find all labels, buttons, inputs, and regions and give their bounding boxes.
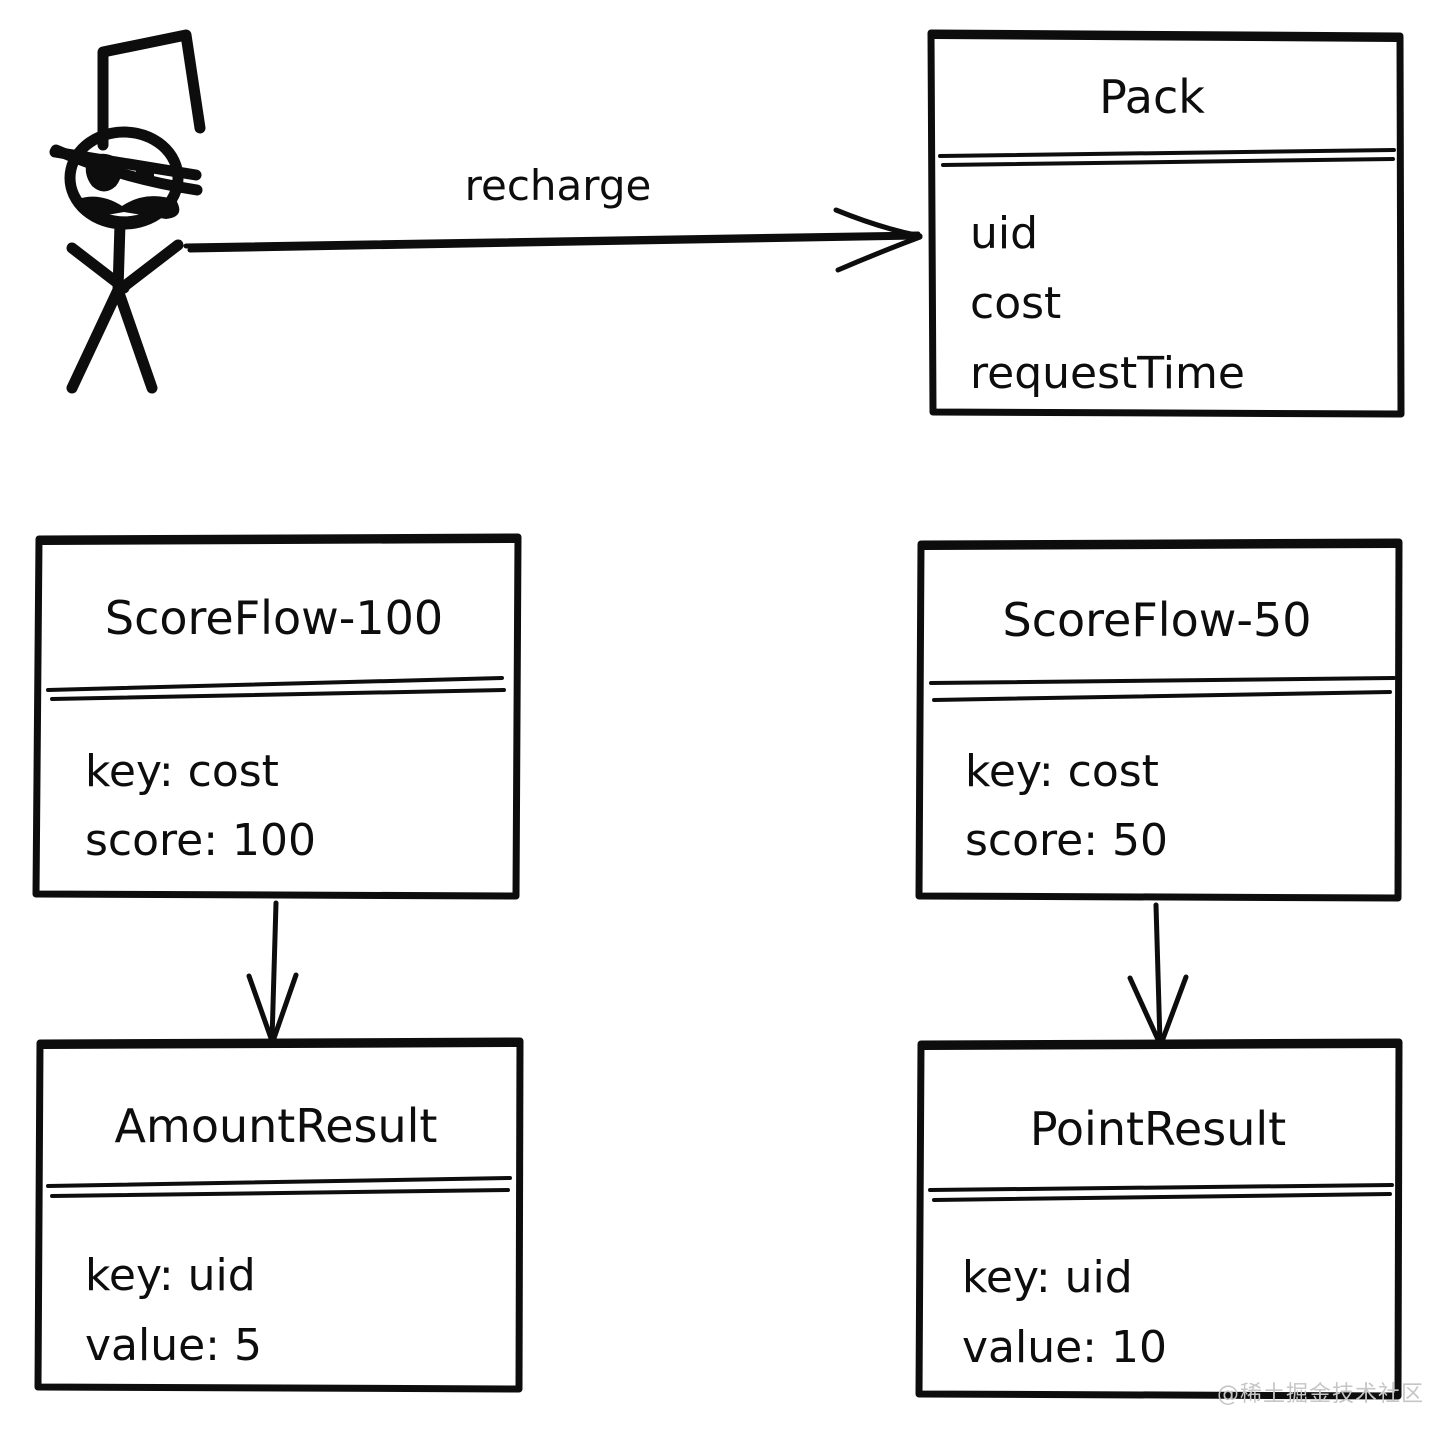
scoreflow100-field-0: key: cost [85, 746, 279, 797]
class-box-scoreflow-100[interactable]: ScoreFlow-100 key: cost score: 100 [32, 533, 522, 900]
pack-box-frame-2 [933, 35, 1400, 42]
scoreflow50-field-0: key: cost [965, 746, 1159, 797]
scoreflow100-arrowhead-icon-2 [270, 972, 299, 1044]
scoreflow50-arrow-line [1153, 902, 1163, 1046]
scoreflow100-field-1: score: 100 [85, 815, 316, 866]
edge-recharge[interactable]: recharge [183, 161, 923, 273]
pointresult-box-frame-2 [923, 1044, 1397, 1050]
pointresult-field-0: key: uid [962, 1252, 1133, 1303]
pack-field-0: uid [970, 208, 1038, 259]
pointresult-divider-2 [932, 1192, 1392, 1202]
scoreflow100-box-frame-2 [41, 539, 516, 545]
scoreflow50-box-frame [915, 538, 1403, 902]
recharge-arrowhead-icon [833, 207, 923, 239]
pack-box-frame [927, 29, 1405, 418]
amountresult-class-title: AmountResult [115, 1099, 438, 1153]
scoreflow100-class-title: ScoreFlow-100 [105, 591, 443, 645]
pointresult-divider [928, 1183, 1394, 1192]
scoreflow50-divider-2 [932, 690, 1392, 702]
left-arm-icon [66, 242, 130, 294]
scoreflow100-box-frame [32, 533, 522, 900]
scoreflow100-arrowhead-icon [246, 973, 275, 1044]
scoreflow50-field-1: score: 50 [965, 815, 1168, 866]
pointresult-box-frame [915, 1038, 1403, 1400]
edge-scoreflow100-amountresult[interactable] [246, 900, 299, 1044]
eye-icon [136, 167, 154, 183]
scoreflow50-box-frame-2 [923, 544, 1397, 550]
recharge-arrow-line [183, 231, 921, 249]
class-box-pack[interactable]: Pack uid cost requestTime [927, 29, 1405, 418]
scoreflow100-arrow-line [269, 900, 279, 1043]
class-box-pointresult[interactable]: PointResult key: uid value: 10 [915, 1038, 1403, 1400]
scoreflow100-divider-2 [50, 688, 506, 701]
amountresult-divider-2 [50, 1188, 510, 1198]
monocle-pupil-icon [100, 166, 110, 178]
amountresult-box-frame-2 [42, 1043, 518, 1049]
scoreflow50-class-title: ScoreFlow-50 [1003, 593, 1312, 647]
watermark: @稀土掘金技术社区 [1216, 1382, 1424, 1407]
amountresult-box-frame [34, 1037, 524, 1393]
top-hat-icon [97, 29, 206, 151]
scoreflow50-arrowhead-icon [1127, 975, 1163, 1047]
pack-field-2: requestTime [970, 348, 1245, 399]
left-leg-icon [66, 284, 124, 394]
right-leg-icon [112, 284, 158, 394]
pointresult-class-title: PointResult [1030, 1102, 1286, 1156]
right-arm-icon [116, 239, 184, 294]
amountresult-divider [46, 1176, 512, 1188]
class-box-scoreflow-50[interactable]: ScoreFlow-50 key: cost score: 50 [915, 538, 1403, 902]
class-box-amountresult[interactable]: AmountResult key: uid value: 5 [34, 1037, 524, 1393]
scoreflow100-divider [46, 676, 504, 692]
edge-scoreflow50-pointresult[interactable] [1127, 902, 1189, 1047]
amountresult-field-0: key: uid [85, 1250, 256, 1301]
pack-divider [938, 148, 1396, 158]
pack-divider-2 [941, 157, 1395, 167]
pack-field-1: cost [970, 278, 1061, 329]
amountresult-field-1: value: 5 [85, 1320, 262, 1371]
edge-label-recharge: recharge [465, 161, 652, 210]
scoreflow50-arrowhead-icon-2 [1158, 974, 1189, 1047]
pointresult-field-1: value: 10 [962, 1322, 1167, 1373]
stick-figure-actor[interactable] [49, 29, 206, 394]
pack-class-title: Pack [1099, 70, 1205, 124]
recharge-arrow-line-2 [187, 234, 919, 253]
recharge-arrowhead-icon-2 [835, 234, 923, 273]
scoreflow50-divider [929, 676, 1396, 685]
